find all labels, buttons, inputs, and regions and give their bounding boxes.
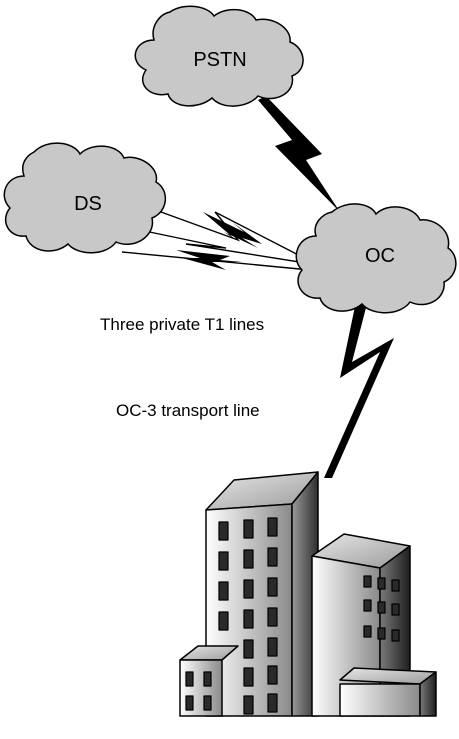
window	[363, 575, 372, 588]
lightning-bolt-icon	[203, 212, 262, 248]
t1-lines-label: Three private T1 lines	[100, 315, 264, 334]
window	[267, 665, 278, 685]
window	[267, 577, 278, 597]
window	[218, 521, 229, 541]
window	[377, 627, 386, 640]
window	[243, 579, 254, 599]
annex-windows	[363, 575, 400, 642]
window	[203, 671, 212, 687]
window	[243, 639, 254, 659]
window	[218, 581, 229, 601]
window	[218, 551, 229, 571]
window	[243, 667, 254, 687]
window	[391, 579, 400, 592]
window	[391, 629, 400, 642]
window	[267, 517, 278, 537]
cloud-pstn: PSTN	[134, 5, 304, 107]
window	[391, 603, 400, 616]
window	[185, 695, 194, 711]
tower-windows	[218, 517, 278, 715]
window	[243, 695, 254, 715]
low-block-windows	[185, 671, 212, 711]
window	[377, 601, 386, 614]
cloud-label-ds: DS	[74, 193, 102, 215]
window	[267, 607, 278, 627]
window	[363, 599, 372, 612]
cloud-label-oc: OC	[365, 245, 395, 267]
window	[185, 671, 194, 687]
cloud-ds: DS	[3, 142, 166, 254]
cloud-label-pstn: PSTN	[193, 49, 246, 71]
building-icon	[179, 471, 437, 717]
oc3-line-label: OC-3 transport line	[116, 401, 260, 420]
cloud-icon	[295, 203, 457, 314]
window	[377, 577, 386, 590]
t1-line-2	[139, 229, 313, 265]
low-right-front	[339, 683, 421, 717]
window	[203, 695, 212, 711]
window	[267, 693, 278, 713]
window	[243, 549, 254, 569]
window	[218, 611, 229, 631]
cloud-icon	[3, 142, 166, 254]
window	[267, 547, 278, 567]
lightning-bolt-icon	[324, 292, 394, 478]
window	[363, 625, 372, 638]
window	[243, 609, 254, 629]
t1-lines	[121, 207, 313, 271]
window	[243, 519, 254, 539]
low-right-side	[419, 671, 437, 717]
window	[267, 637, 278, 657]
cloud-oc: OC	[295, 203, 457, 314]
t1-line-3	[121, 251, 311, 271]
cloud-icon	[134, 5, 304, 107]
lightning-bolt-icon	[258, 96, 340, 212]
